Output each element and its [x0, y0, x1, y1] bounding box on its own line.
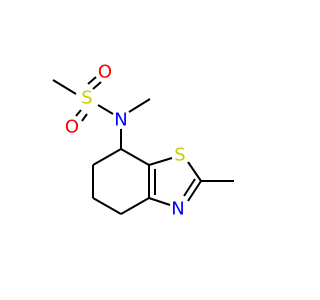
- bond-sulfonyl-s-methyl: [52, 79, 77, 95]
- sulfonyl-oxygen-top-label: O: [98, 62, 112, 83]
- bond-c3a-c4: [120, 197, 150, 215]
- thiazole-nitrogen-label: N: [171, 199, 184, 220]
- thiazole-sulfur-label: S: [174, 145, 185, 166]
- sulfonyl-oxygen-bottom-label: O: [65, 117, 79, 138]
- bond-c2-n3-a: [187, 180, 202, 202]
- sulfonamide-nitrogen-label: N: [114, 110, 127, 131]
- bond-sulfonyl-s-n: [97, 104, 114, 115]
- bond-c7a-s1: [148, 157, 173, 166]
- bond-c2-n3-b: [183, 178, 196, 197]
- bond-sulfonyl-s-o-top-a: [87, 76, 97, 85]
- bond-c6-c7: [92, 148, 122, 166]
- bond-n-methyl: [128, 98, 151, 113]
- bond-sulfonyl-s-o-bottom-b: [81, 113, 88, 122]
- molecule-structure: S O O N S N: [52, 62, 234, 220]
- sulfonyl-sulfur-label: S: [81, 88, 92, 109]
- bond-n3-c3a: [148, 197, 171, 206]
- bond-s1-c2: [187, 161, 202, 182]
- bond-sulfonyl-s-o-bottom-a: [75, 109, 82, 117]
- bond-sulfonyl-s-o-top-b: [92, 81, 102, 90]
- bond-c7-c7a: [120, 148, 150, 166]
- bond-c4-c5: [92, 197, 122, 215]
